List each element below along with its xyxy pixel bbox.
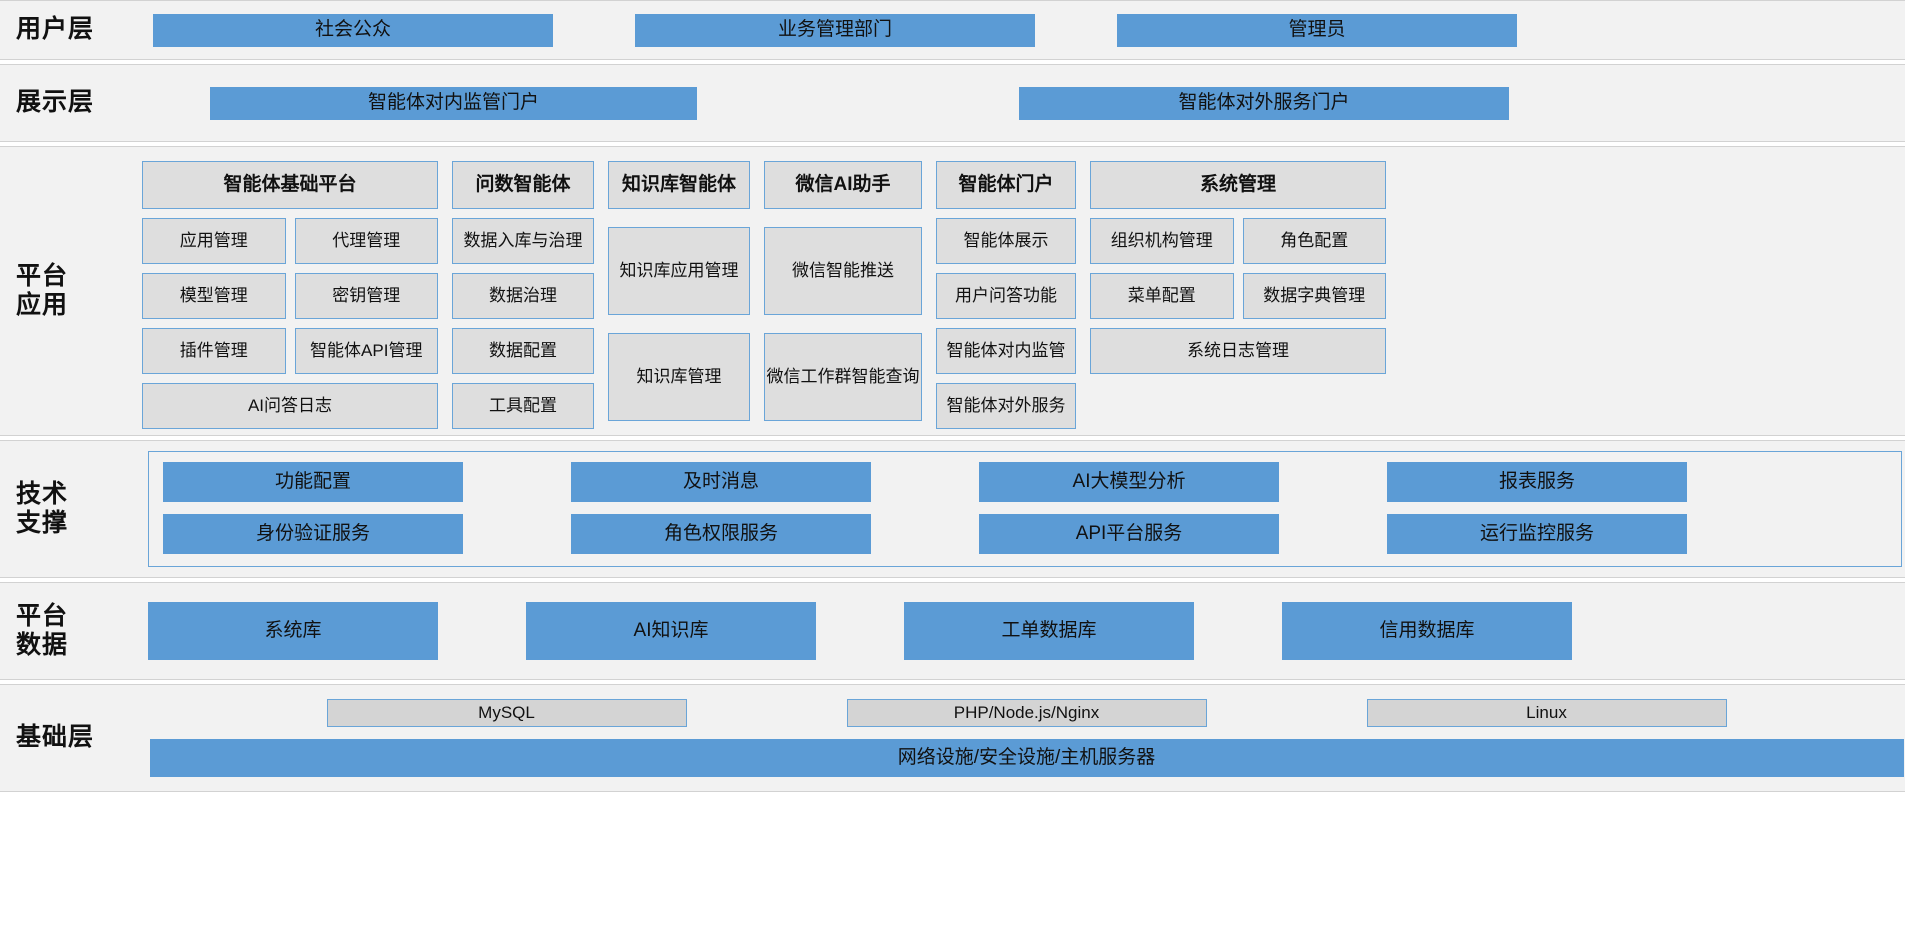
app-item-kb-management[interactable]: 知识库管理 — [608, 333, 750, 421]
layer-presentation: 展示层 智能体对内监管门户 智能体对外服务门户 — [0, 64, 1905, 142]
layer-platform-data: 平台 数据 系统库 AI知识库 工单数据库 信用数据库 — [0, 582, 1905, 680]
app-item-ai-qa-log[interactable]: AI问答日志 — [142, 383, 438, 429]
tech-item-role-permission-service[interactable]: 角色权限服务 — [571, 514, 871, 554]
layer-body-user: 社会公众 业务管理部门 管理员 — [140, 1, 1905, 59]
layer-body-tech-support: 功能配置 及时消息 AI大模型分析 报表服务 身份验证服务 角色权限服务 API… — [140, 441, 1905, 577]
layer-label-platform-apps-line1: 平台 — [16, 261, 69, 290]
layer-label-tech-support-line2: 支撑 — [16, 509, 69, 537]
app-item-application-management[interactable]: 应用管理 — [142, 218, 286, 264]
app-item-data-ingestion-governance[interactable]: 数据入库与治理 — [452, 218, 594, 264]
data-item-system-db[interactable]: 系统库 — [148, 602, 438, 660]
layer-label-infrastructure: 基础层 — [0, 685, 140, 791]
app-row: 模型管理 密钥管理 — [142, 273, 438, 319]
layer-label-platform-apps: 平台 应用 — [0, 147, 142, 435]
app-row: 菜单配置 数据字典管理 — [1090, 273, 1386, 319]
app-column-agent-portal: 智能体门户 智能体展示 用户问答功能 智能体对内监管 智能体对外服务 — [936, 161, 1076, 429]
app-item-data-configuration[interactable]: 数据配置 — [452, 328, 594, 374]
infra-item-network-security-host[interactable]: 网络设施/安全设施/主机服务器 — [149, 739, 1904, 777]
app-item-agent-management[interactable]: 代理管理 — [294, 218, 438, 264]
layer-label-presentation-text: 展示层 — [16, 88, 95, 117]
tech-item-ai-large-model-analysis[interactable]: AI大模型分析 — [979, 462, 1279, 502]
infra-item-linux[interactable]: Linux — [1366, 699, 1727, 727]
user-box-business-dept[interactable]: 业务管理部门 — [635, 13, 1035, 47]
layer-body-platform-data: 系统库 AI知识库 工单数据库 信用数据库 — [140, 583, 1905, 679]
layer-platform-apps: 平台 应用 智能体基础平台 应用管理 代理管理 模型管理 密钥管理 插件管理 智… — [0, 146, 1905, 436]
layer-label-user-text: 用户层 — [16, 15, 95, 44]
app-column-header-agent-portal[interactable]: 智能体门户 — [936, 161, 1076, 209]
layer-label-platform-apps-line2: 应用 — [16, 291, 69, 319]
layer-label-user: 用户层 — [0, 1, 140, 59]
tech-support-frame: 功能配置 及时消息 AI大模型分析 报表服务 身份验证服务 角色权限服务 API… — [148, 451, 1902, 567]
layer-tech-support: 技术 支撑 功能配置 及时消息 AI大模型分析 报表服务 身份验证服务 角色权限… — [0, 440, 1905, 578]
app-item-org-structure-management[interactable]: 组织机构管理 — [1090, 218, 1234, 264]
layer-label-platform-data-line2: 数据 — [16, 631, 69, 659]
infra-item-mysql[interactable]: MySQL — [326, 699, 687, 727]
app-item-model-management[interactable]: 模型管理 — [142, 273, 286, 319]
app-column-wechat-ai-assistant: 微信AI助手 微信智能推送 微信工作群智能查询 — [764, 161, 922, 421]
tech-item-authentication-service[interactable]: 身份验证服务 — [163, 514, 463, 554]
layer-label-presentation: 展示层 — [0, 65, 140, 141]
app-item-system-log-management[interactable]: 系统日志管理 — [1090, 328, 1386, 374]
app-item-tool-configuration[interactable]: 工具配置 — [452, 383, 594, 429]
layer-label-platform-data: 平台 数据 — [0, 583, 140, 679]
app-item-data-dictionary-management[interactable]: 数据字典管理 — [1242, 273, 1386, 319]
tech-item-report-service[interactable]: 报表服务 — [1387, 462, 1687, 502]
tech-item-api-platform-service[interactable]: API平台服务 — [979, 514, 1279, 554]
app-item-data-governance[interactable]: 数据治理 — [452, 273, 594, 319]
tech-item-runtime-monitoring-service[interactable]: 运行监控服务 — [1387, 514, 1687, 554]
layer-label-tech-support-line1: 技术 — [16, 479, 69, 508]
layer-infrastructure: 基础层 MySQL PHP/Node.js/Nginx Linux 网络设施/安… — [0, 684, 1905, 792]
app-column-system-management: 系统管理 组织机构管理 角色配置 菜单配置 数据字典管理 系统日志管理 — [1090, 161, 1386, 374]
app-column-header-system-management[interactable]: 系统管理 — [1090, 161, 1386, 209]
app-column-header-knowledge-base-agent[interactable]: 知识库智能体 — [608, 161, 750, 209]
app-column-header-wechat-ai-assistant[interactable]: 微信AI助手 — [764, 161, 922, 209]
app-column-header-agent-base-platform[interactable]: 智能体基础平台 — [142, 161, 438, 209]
data-item-ai-knowledge-base[interactable]: AI知识库 — [526, 602, 816, 660]
user-box-public[interactable]: 社会公众 — [153, 13, 553, 47]
app-column-data-query-agent: 问数智能体 数据入库与治理 数据治理 数据配置 工具配置 — [452, 161, 594, 429]
app-item-menu-configuration[interactable]: 菜单配置 — [1090, 273, 1234, 319]
layer-label-tech-support: 技术 支撑 — [0, 441, 140, 577]
app-item-key-management[interactable]: 密钥管理 — [294, 273, 438, 319]
layer-label-platform-data-line1: 平台 — [16, 601, 69, 630]
app-column-knowledge-base-agent: 知识库智能体 知识库应用管理 知识库管理 — [608, 161, 750, 421]
layer-body-presentation: 智能体对内监管门户 智能体对外服务门户 — [140, 65, 1905, 141]
app-item-wechat-smart-push[interactable]: 微信智能推送 — [764, 227, 922, 315]
infrastructure-top-row: MySQL PHP/Node.js/Nginx Linux — [326, 699, 1727, 727]
data-item-work-order-db[interactable]: 工单数据库 — [904, 602, 1194, 660]
app-item-plugin-management[interactable]: 插件管理 — [142, 328, 286, 374]
layer-user: 用户层 社会公众 业务管理部门 管理员 — [0, 0, 1905, 60]
app-item-agent-showcase[interactable]: 智能体展示 — [936, 218, 1076, 264]
infrastructure-bottom-row: 网络设施/安全设施/主机服务器 — [149, 739, 1904, 777]
app-item-wechat-group-smart-query[interactable]: 微信工作群智能查询 — [764, 333, 922, 421]
app-column-header-data-query-agent[interactable]: 问数智能体 — [452, 161, 594, 209]
user-box-administrator[interactable]: 管理员 — [1117, 13, 1517, 47]
app-item-agent-external-service[interactable]: 智能体对外服务 — [936, 383, 1076, 429]
presentation-box-internal-portal[interactable]: 智能体对内监管门户 — [210, 86, 697, 120]
layer-body-infrastructure: MySQL PHP/Node.js/Nginx Linux 网络设施/安全设施/… — [140, 685, 1905, 791]
app-item-agent-api-management[interactable]: 智能体API管理 — [294, 328, 438, 374]
layer-label-infrastructure-text: 基础层 — [16, 723, 95, 752]
app-item-agent-internal-supervision[interactable]: 智能体对内监管 — [936, 328, 1076, 374]
app-item-user-qa-function[interactable]: 用户问答功能 — [936, 273, 1076, 319]
app-column-agent-base-platform: 智能体基础平台 应用管理 代理管理 模型管理 密钥管理 插件管理 智能体API管… — [142, 161, 438, 429]
app-row: 应用管理 代理管理 — [142, 218, 438, 264]
layer-body-platform-apps: 智能体基础平台 应用管理 代理管理 模型管理 密钥管理 插件管理 智能体API管… — [142, 147, 1905, 435]
app-item-kb-application-management[interactable]: 知识库应用管理 — [608, 227, 750, 315]
app-row: 组织机构管理 角色配置 — [1090, 218, 1386, 264]
tech-item-function-config[interactable]: 功能配置 — [163, 462, 463, 502]
tech-item-instant-message[interactable]: 及时消息 — [571, 462, 871, 502]
app-item-role-configuration[interactable]: 角色配置 — [1242, 218, 1386, 264]
presentation-box-external-portal[interactable]: 智能体对外服务门户 — [1019, 86, 1509, 120]
app-row: 插件管理 智能体API管理 — [142, 328, 438, 374]
tech-support-row-2: 身份验证服务 角色权限服务 API平台服务 运行监控服务 — [163, 514, 1887, 554]
infra-item-php-node-nginx[interactable]: PHP/Node.js/Nginx — [846, 699, 1207, 727]
data-item-credit-db[interactable]: 信用数据库 — [1282, 602, 1572, 660]
tech-support-row-1: 功能配置 及时消息 AI大模型分析 报表服务 — [163, 462, 1887, 502]
